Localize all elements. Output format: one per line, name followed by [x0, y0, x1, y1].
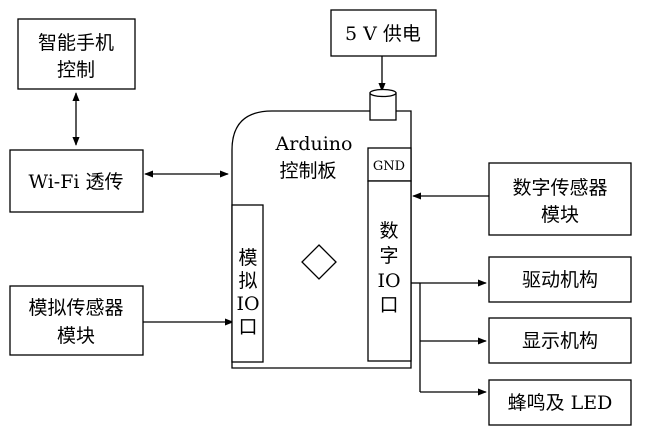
buzzer-led-block: 蜂鸣及 LED [488, 379, 632, 426]
digital-io-block: 数 字 IO 口 [367, 180, 412, 362]
wifi-label: Wi-Fi 透传 [29, 171, 124, 193]
digital-sensor-block: 数字传感器 模块 [488, 162, 632, 236]
analog-sensor-block: 模拟传感器 模块 [9, 285, 144, 356]
digital-sensor-label-line1: 数字传感器 [512, 177, 607, 199]
power-connector [369, 88, 397, 121]
analog-sensor-label-line2: 模块 [57, 325, 95, 347]
arduino-label-line2: 控制板 [279, 160, 336, 182]
analog-sensor-label-line1: 模拟传感器 [28, 297, 123, 319]
arduino-label-line1: Arduino [275, 133, 353, 155]
arduino-board-outline [231, 110, 412, 369]
analog-io-char4: 口 [238, 316, 257, 338]
power-supply-block: 5 V 供电 [330, 9, 437, 57]
digital-io-char2: 字 [379, 245, 398, 267]
digital-io-char3: IO [377, 270, 400, 292]
drive-mechanism-block: 驱动机构 [488, 256, 632, 303]
analog-io-char2: 拟 [238, 270, 257, 292]
analog-io-block: 模 拟 IO 口 [231, 204, 264, 363]
power-supply-label: 5 V 供电 [345, 23, 421, 45]
digital-io-char1: 数 [379, 220, 398, 242]
diamond-marker [301, 244, 337, 280]
display-mechanism-block: 显示机构 [488, 317, 632, 364]
gnd-label: GND [373, 159, 405, 174]
buzzer-led-label: 蜂鸣及 LED [508, 392, 613, 414]
smartphone-control-block: 智能手机 控制 [17, 18, 136, 90]
drive-label: 驱动机构 [522, 269, 598, 291]
digital-sensor-label-line2: 模块 [541, 204, 579, 226]
wifi-passthrough-block: Wi-Fi 透传 [9, 149, 144, 213]
analog-io-char1: 模 [238, 247, 257, 269]
smartphone-label-line1: 智能手机 [38, 32, 114, 54]
display-label: 显示机构 [522, 330, 598, 352]
gnd-pin-block: GND [367, 147, 412, 182]
smartphone-label-line2: 控制 [57, 59, 95, 81]
analog-io-char3: IO [236, 293, 259, 315]
digital-io-char4: 口 [379, 294, 398, 316]
